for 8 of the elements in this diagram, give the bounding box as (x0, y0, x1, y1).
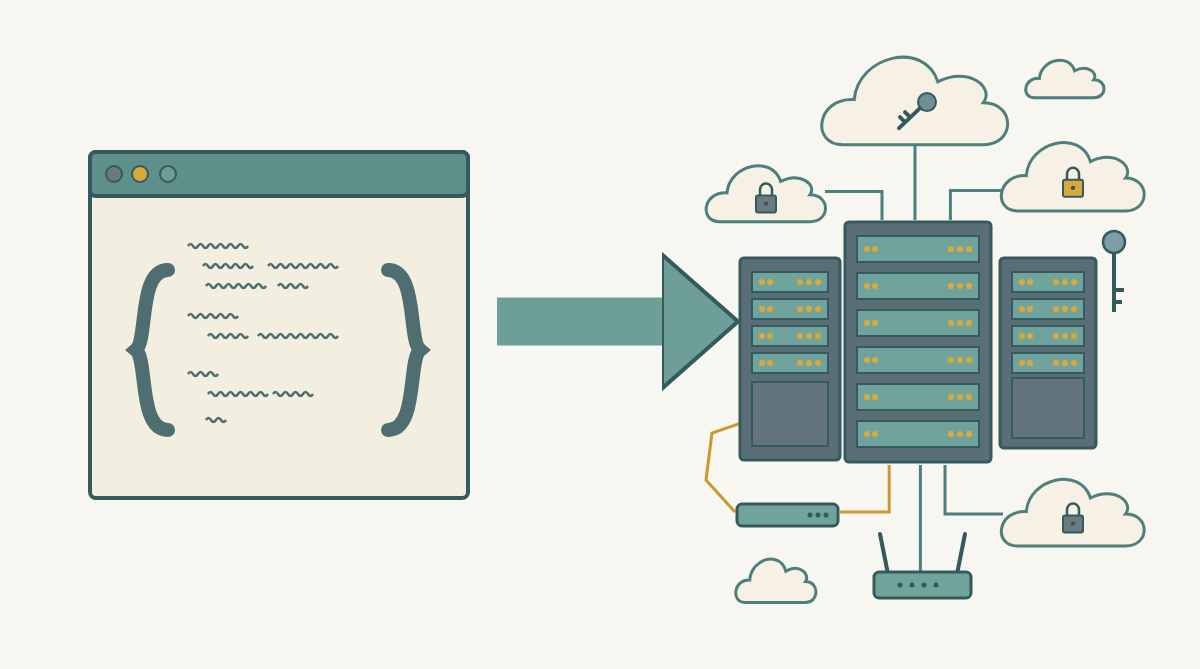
block-arrow (497, 252, 740, 391)
cable-line (948, 188, 1003, 220)
cable-line (704, 421, 741, 513)
cable-line (825, 190, 884, 220)
cable-line (943, 465, 1003, 516)
cable-line (913, 144, 917, 220)
cable-line (840, 465, 891, 514)
cable-line (918, 465, 922, 572)
